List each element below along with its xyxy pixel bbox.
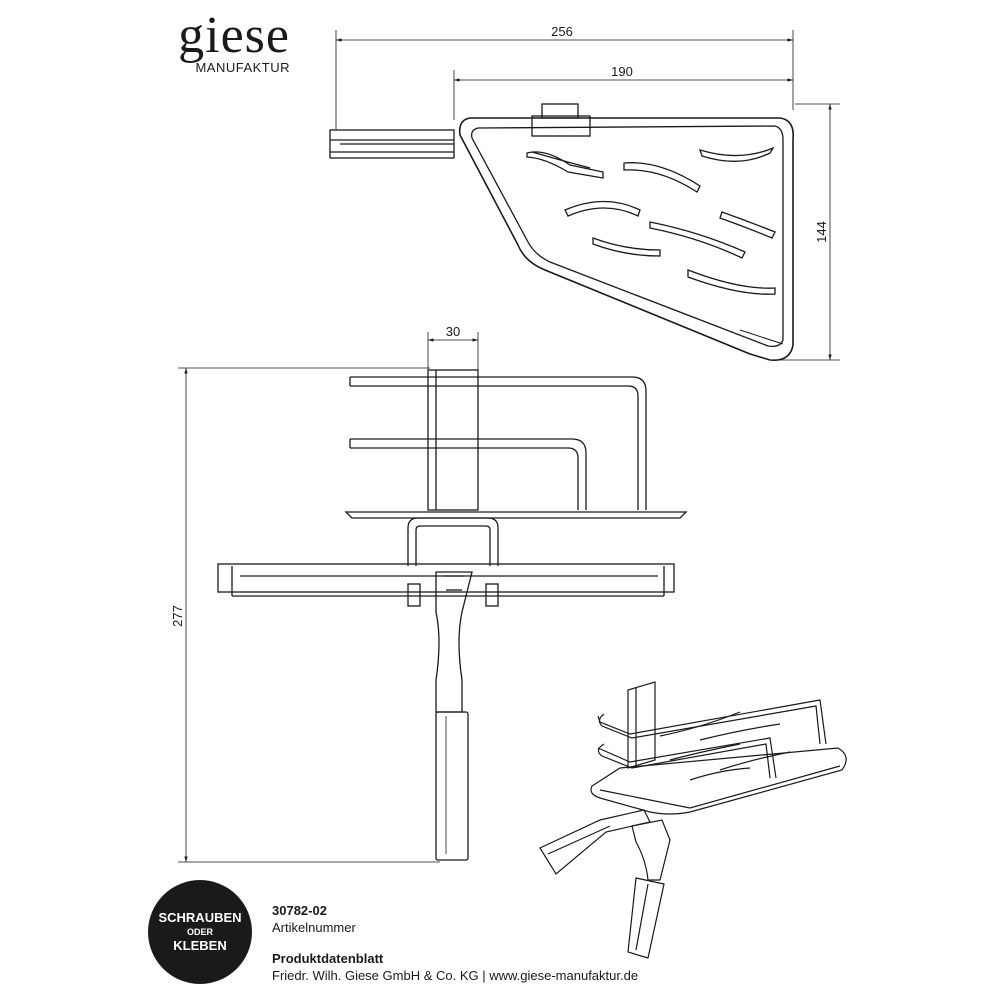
drain-slot bbox=[698, 146, 775, 162]
company-line: Friedr. Wilh. Giese GmbH & Co. KG | www.… bbox=[272, 968, 639, 983]
mounting-badge: SCHRAUBEN ODER KLEBEN bbox=[148, 880, 252, 984]
drain-slot bbox=[564, 200, 641, 217]
brand-subtitle: MANUFAKTUR bbox=[195, 60, 290, 75]
drain-slot bbox=[719, 211, 776, 239]
drain-slot bbox=[623, 162, 701, 193]
perspective-wall-mount bbox=[627, 681, 656, 769]
perspective-view bbox=[539, 681, 847, 959]
dimension-label-277: 277 bbox=[170, 605, 185, 627]
dimension-label-190: 190 bbox=[611, 64, 633, 79]
squeegee-handle-head bbox=[435, 571, 473, 713]
squeegee-blade bbox=[217, 563, 675, 593]
badge-line-2: ODER bbox=[186, 927, 213, 937]
perspective-grip bbox=[627, 877, 665, 959]
blade-clip bbox=[485, 583, 499, 607]
upper-rail bbox=[350, 376, 647, 510]
perspective-lower-rail bbox=[597, 737, 777, 779]
brand-logo: giese MANUFAKTUR bbox=[150, 7, 290, 76]
drain-slot bbox=[687, 269, 776, 295]
article-label: Artikelnummer bbox=[272, 920, 356, 935]
dimension-label-256: 256 bbox=[551, 24, 573, 39]
perspective-base bbox=[590, 747, 847, 815]
badge-line-3: KLEBEN bbox=[173, 938, 227, 953]
wall-post bbox=[427, 369, 479, 511]
front-view bbox=[178, 332, 688, 863]
dimension-label-144: 144 bbox=[814, 221, 829, 243]
brand-name: giese bbox=[178, 7, 290, 64]
sheet-title: Produktdatenblatt bbox=[272, 951, 384, 966]
drain-slot bbox=[526, 151, 604, 179]
drain-slot bbox=[649, 221, 746, 259]
wall-bracket-top bbox=[531, 115, 591, 137]
squeegee-hook bbox=[407, 517, 499, 566]
perspective-squeegee-blade bbox=[539, 809, 651, 875]
product-info: 30782-02 Artikelnummer Produktdatenblatt… bbox=[272, 902, 638, 984]
basket-outline bbox=[458, 117, 795, 362]
dimension-label-30: 30 bbox=[446, 324, 460, 339]
base-plate bbox=[344, 511, 688, 519]
badge-line-1: SCHRAUBEN bbox=[158, 910, 242, 925]
lower-rail bbox=[350, 438, 587, 510]
drain-slot bbox=[592, 237, 661, 257]
perspective-handle-head bbox=[631, 819, 671, 881]
top-view bbox=[329, 30, 840, 362]
blade-clip bbox=[407, 583, 421, 607]
article-number: 30782-02 bbox=[272, 903, 327, 918]
squeegee-grip bbox=[435, 711, 469, 861]
